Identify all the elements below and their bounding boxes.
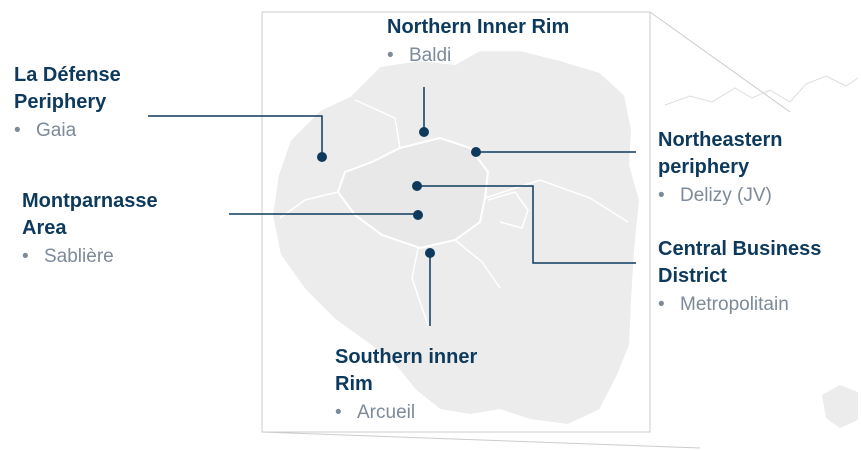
district-border (454, 239, 501, 289)
callout-northern-inner-rim: Northern Inner Rim • Baldi (387, 14, 569, 69)
location-marker-southern-inner-rim (425, 248, 435, 258)
inset-projection-line (649, 11, 791, 113)
district-border (411, 247, 429, 326)
inset-projection-line (261, 431, 701, 449)
region-entry: • Baldi (387, 43, 569, 69)
region-name: Northeastern periphery (658, 129, 783, 178)
region-entry: • Metropolitain (658, 292, 821, 318)
location-marker-northeastern (471, 147, 481, 157)
location-marker-la-defense (317, 152, 327, 162)
background-island (822, 385, 858, 428)
bullet-icon: • (387, 45, 394, 66)
region-entry: • Gaia (14, 118, 121, 144)
region-name: Central Business District (658, 238, 822, 287)
region-entry: • Delizy (JV) (658, 183, 782, 209)
inset-frame (261, 11, 651, 433)
callout-central-business-district: Central Business District • Metropolitain (658, 236, 821, 318)
entry-label: Gaia (36, 120, 77, 141)
bullet-icon: • (658, 185, 665, 206)
callout-la-defense-periphery: La Défense Periphery • Gaia (14, 62, 121, 144)
bullet-icon: • (14, 120, 21, 141)
district-border (354, 99, 401, 149)
region-name: Montparnasse Area (22, 190, 158, 239)
entry-label: Delizy (JV) (680, 185, 772, 206)
callout-montparnasse-area: Montparnasse Area • Sablière (22, 188, 158, 270)
location-marker-central-business (412, 181, 422, 191)
bullet-icon: • (335, 402, 342, 423)
district-border (484, 179, 629, 223)
region-entry: • Sablière (22, 244, 158, 270)
entry-label: Sablière (44, 246, 114, 267)
region-name: Northern Inner Rim (387, 16, 570, 38)
callout-southern-inner-rim: Southern inner Rim • Arcueil (335, 344, 477, 426)
entry-label: Baldi (409, 45, 452, 66)
leader-line-central-business (417, 185, 636, 264)
region-name: La Défense Periphery (14, 64, 121, 113)
region-entry: • Arcueil (335, 400, 477, 426)
district-border (279, 191, 339, 219)
background-coastline (664, 75, 859, 106)
location-marker-montparnasse (413, 210, 423, 220)
bullet-icon: • (22, 246, 29, 267)
bullet-icon: • (658, 294, 665, 315)
region-name: Southern inner Rim (335, 346, 478, 395)
entry-label: Arcueil (357, 402, 416, 423)
location-marker-northern-inner-rim (419, 127, 429, 137)
entry-label: Metropolitain (680, 294, 789, 315)
leader-line-la-defense (148, 115, 323, 155)
district-border (487, 191, 529, 229)
callout-northeastern-periphery: Northeastern periphery • Delizy (JV) (658, 127, 782, 209)
